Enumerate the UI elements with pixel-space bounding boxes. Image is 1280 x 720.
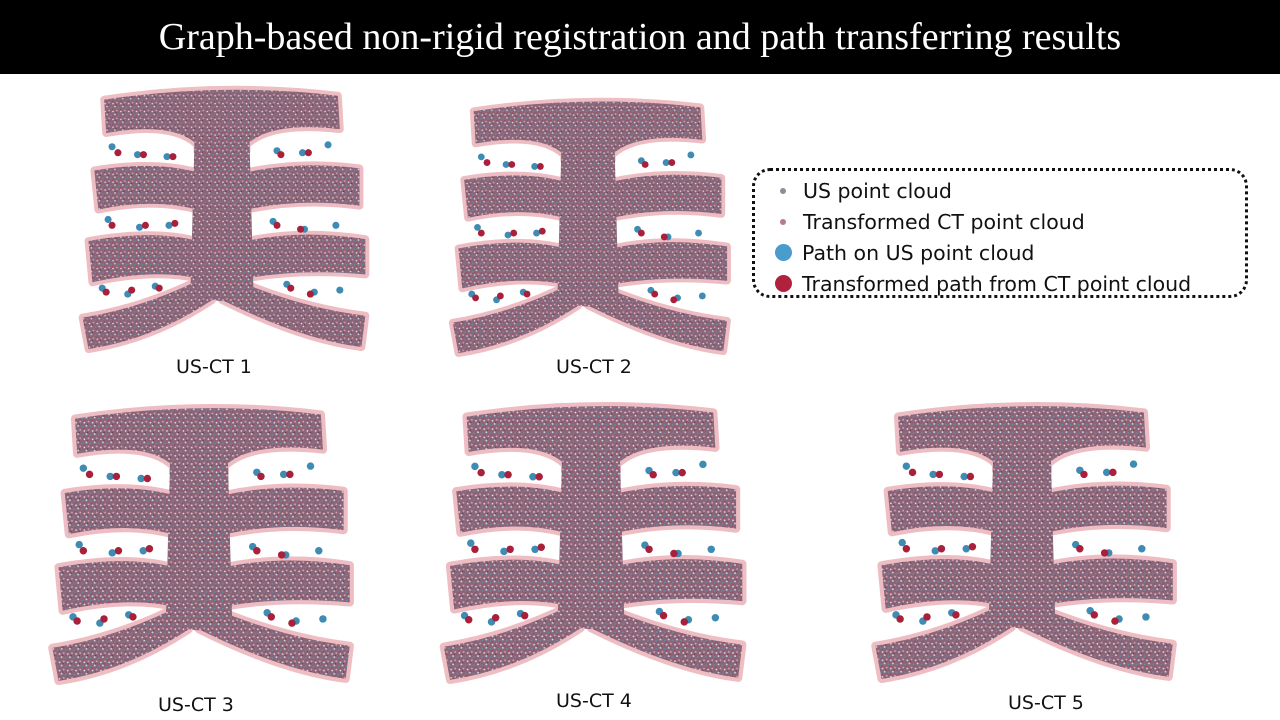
ribcage-pointcloud-figure (72, 82, 372, 352)
panel-label: US-CT 5 (1008, 692, 1084, 714)
panel-label: US-CT 1 (176, 356, 252, 378)
legend-item-transformed-path-ct: Transformed path from CT point cloud (775, 268, 1245, 299)
panel-label: US-CT 3 (158, 694, 234, 716)
panel-label: US-CT 4 (556, 690, 632, 712)
panel-us-ct-5: US-CT 5 (856, 398, 1190, 718)
legend-label: Transformed CT point cloud (803, 209, 1085, 234)
legend-label: Transformed path from CT point cloud (802, 271, 1192, 296)
legend-item-transformed-ct-point-cloud: Transformed CT point cloud (775, 206, 1245, 237)
panel-us-ct-2: US-CT 2 (440, 94, 740, 384)
small-dot-icon (780, 218, 786, 225)
ribcage-pointcloud-figure (426, 398, 756, 683)
ribcage-pointcloud-figure (440, 94, 736, 356)
legend-item-path-on-us: Path on US point cloud (775, 237, 1245, 268)
blue-dot-icon (775, 244, 792, 261)
panel-us-ct-3: US-CT 3 (38, 400, 363, 720)
legend: US point cloud Transformed CT point clou… (752, 168, 1248, 298)
panel-us-ct-1: US-CT 1 (72, 82, 372, 382)
legend-item-us-point-cloud: US point cloud (775, 175, 1245, 206)
slide-title-bar: Graph-based non-rigid registration and p… (0, 0, 1280, 74)
ribcage-pointcloud-figure (38, 400, 360, 684)
slide-title: Graph-based non-rigid registration and p… (158, 16, 1122, 58)
ribcage-pointcloud-figure (856, 398, 1188, 682)
panel-label: US-CT 2 (556, 356, 632, 378)
legend-label: Path on US point cloud (802, 240, 1035, 265)
red-dot-icon (775, 275, 792, 292)
panel-us-ct-4: US-CT 4 (426, 398, 758, 718)
small-dot-icon (780, 187, 786, 194)
legend-label: US point cloud (803, 178, 952, 203)
